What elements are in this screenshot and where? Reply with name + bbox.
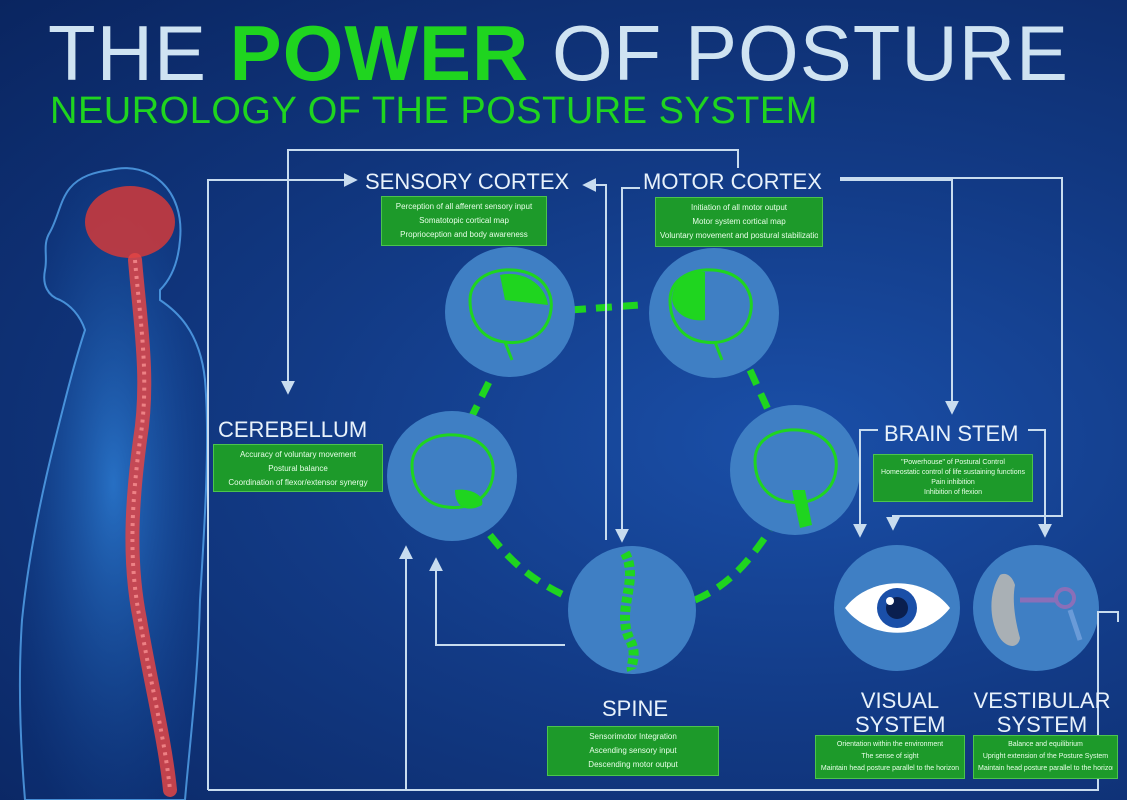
brain-stem-item-1: "Powerhouse" of Postural Control (901, 459, 1005, 466)
motor-item-1: Initiation of all motor output (690, 203, 788, 212)
visual-system-box: Orientation within the environment The s… (815, 735, 965, 779)
human-spine-figure (18, 167, 209, 800)
visual-label-line1: VISUAL (860, 688, 940, 713)
brain-stem-item-3: Pain inhibition (931, 479, 975, 486)
vestibular-system-label: VESTIBULAR SYSTEM (972, 689, 1112, 737)
brain-stem-label: BRAIN STEM (884, 421, 1019, 446)
cerebellum-item-3: Coordination of flexor/extensor synergy (228, 478, 368, 487)
brain-cerebellum-icon (455, 489, 483, 509)
brain-frontal-icon (672, 271, 705, 321)
cerebellum-item-1: Accuracy of voluntary movement (239, 450, 357, 459)
vestibular-label-line2: SYSTEM (996, 712, 1088, 737)
sensory-item-3: Proprioception and body awareness (400, 230, 528, 239)
vestibular-item-2: Upright extension of the Posture System (982, 753, 1109, 760)
vestibular-label-line1: VESTIBULAR (973, 688, 1111, 713)
motor-cortex-box: Initiation of all motor output Motor sys… (655, 197, 823, 247)
cerebellum-item-2: Postural balance (268, 464, 328, 473)
sensory-cortex-label: SENSORY CORTEX (365, 169, 570, 194)
cerebellum-label: CEREBELLUM (218, 417, 368, 442)
cerebellum-box: Accuracy of voluntary movement Postural … (213, 444, 383, 492)
page-title: THE POWER OF POSTURE (48, 10, 1069, 96)
vestibular-circle (973, 545, 1099, 671)
spine-item-2: Ascending sensory input (589, 746, 677, 755)
visual-label-line2: SYSTEM (855, 712, 946, 737)
vestibular-item-1: Balance and equilibrium (1008, 741, 1083, 748)
connection-arrows (207, 149, 1119, 791)
brain-stem-item-2: Homeostatic control of life sustaining f… (881, 469, 1025, 476)
sensory-circle (445, 247, 575, 377)
brain-icon (85, 186, 175, 258)
brain-stem-icon (792, 490, 812, 528)
visual-item-1: Orientation within the environment (836, 741, 944, 748)
motor-item-3: Voluntary movement and postural stabiliz… (660, 231, 818, 240)
brain-stem-box: "Powerhouse" of Postural Control Homeost… (873, 454, 1033, 502)
vestibular-system-box: Balance and equilibrium Upright extensio… (973, 735, 1118, 779)
visual-item-2: The sense of sight (861, 753, 919, 760)
spine-label: SPINE (602, 696, 669, 721)
visual-item-3: Maintain head posture parallel to the ho… (820, 765, 960, 772)
spine-item-3: Descending motor output (588, 760, 678, 769)
brainstem-circle (730, 405, 860, 535)
inner-ear-icon (991, 573, 1020, 646)
sensory-cortex-box: Perception of all afferent sensory input… (381, 196, 547, 246)
page-subtitle: NEUROLOGY OF THE POSTURE SYSTEM (50, 90, 818, 132)
title-part-2: POWER (229, 9, 530, 97)
vestibular-item-3: Maintain head posture parallel to the ho… (978, 765, 1113, 772)
spine-box: Sensorimotor Integration Ascending senso… (547, 726, 719, 776)
title-part-3: OF POSTURE (529, 9, 1070, 97)
visual-system-label: VISUAL SYSTEM (855, 689, 945, 737)
motor-item-2: Motor system cortical map (692, 217, 786, 226)
brain-stem-item-4: Inhibition of flexion (924, 489, 982, 496)
motor-circle (649, 248, 779, 378)
sensory-item-2: Somatotopic cortical map (419, 216, 509, 225)
sensory-item-1: Perception of all afferent sensory input (395, 202, 533, 211)
spine-circle (568, 546, 696, 674)
spine-item-1: Sensorimotor Integration (589, 732, 677, 741)
spine-icon (620, 550, 639, 672)
motor-cortex-label: MOTOR CORTEX (643, 169, 822, 194)
cerebellum-circle (387, 411, 517, 541)
visual-circle (834, 545, 960, 671)
title-part-1: THE (48, 9, 230, 97)
brain-parietal-icon (500, 273, 548, 305)
